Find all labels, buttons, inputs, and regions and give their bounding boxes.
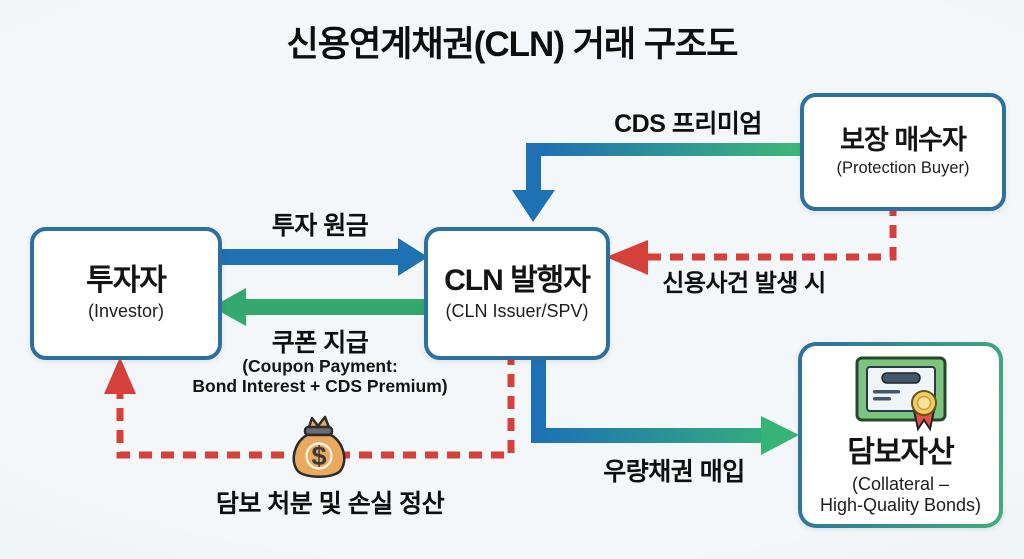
collateral-subtitle-line1: (Collateral – bbox=[851, 473, 950, 494]
arrow-cds-premium bbox=[512, 143, 803, 222]
label-coupon-payment-sub2: Bond Interest + CDS Premium) bbox=[192, 376, 448, 396]
protection-buyer-title: 보장 매수자 bbox=[840, 125, 967, 156]
label-coupon-payment-sub1: (Coupon Payment: bbox=[242, 356, 398, 376]
arrow-coupon-payment bbox=[212, 288, 428, 326]
collateral-subtitle-line2: High-Quality Bonds) bbox=[819, 495, 982, 516]
label-investment-principal: 투자 원금 bbox=[271, 212, 369, 240]
arrow-credit-event bbox=[606, 203, 897, 275]
label-collateral-settlement: 담보 처분 및 손실 정산 bbox=[215, 490, 445, 518]
certificate-icon bbox=[855, 356, 946, 432]
money-bag-icon: $ bbox=[292, 415, 346, 478]
investor-subtitle: (Investor) bbox=[87, 301, 165, 322]
collateral-title: 담보자산 bbox=[847, 436, 954, 469]
node-collateral: 담보자산 (Collateral – High-Quality Bonds) bbox=[802, 346, 999, 524]
dollar-sign: $ bbox=[311, 441, 326, 471]
cln-issuer-title: CLN 발행자 bbox=[444, 263, 591, 297]
arrow-investment-principal bbox=[210, 238, 428, 276]
node-collateral-border: 담보자산 (Collateral – High-Quality Bonds) bbox=[798, 342, 1003, 528]
label-coupon-payment: 쿠폰 지급 bbox=[271, 329, 369, 357]
protection-buyer-subtitle: (Protection Buyer) bbox=[836, 159, 970, 178]
node-investor: 투자자 (Investor) bbox=[30, 227, 222, 360]
label-bond-purchase: 우량채권 매입 bbox=[603, 458, 745, 486]
node-cln-issuer: CLN 발행자 (CLN Issuer/SPV) bbox=[424, 227, 610, 360]
node-protection-buyer: 보장 매수자 (Protection Buyer) bbox=[800, 93, 1006, 211]
label-cds-premium: CDS 프리미엄 bbox=[614, 110, 762, 138]
arrow-bond-purchase bbox=[531, 350, 799, 455]
investor-title: 투자자 bbox=[86, 263, 167, 297]
page-title: 신용연계채권(CLN) 거래 구조도 bbox=[286, 25, 739, 64]
label-credit-event: 신용사건 발생 시 bbox=[662, 270, 826, 297]
cln-issuer-subtitle: (CLN Issuer/SPV) bbox=[445, 301, 589, 322]
